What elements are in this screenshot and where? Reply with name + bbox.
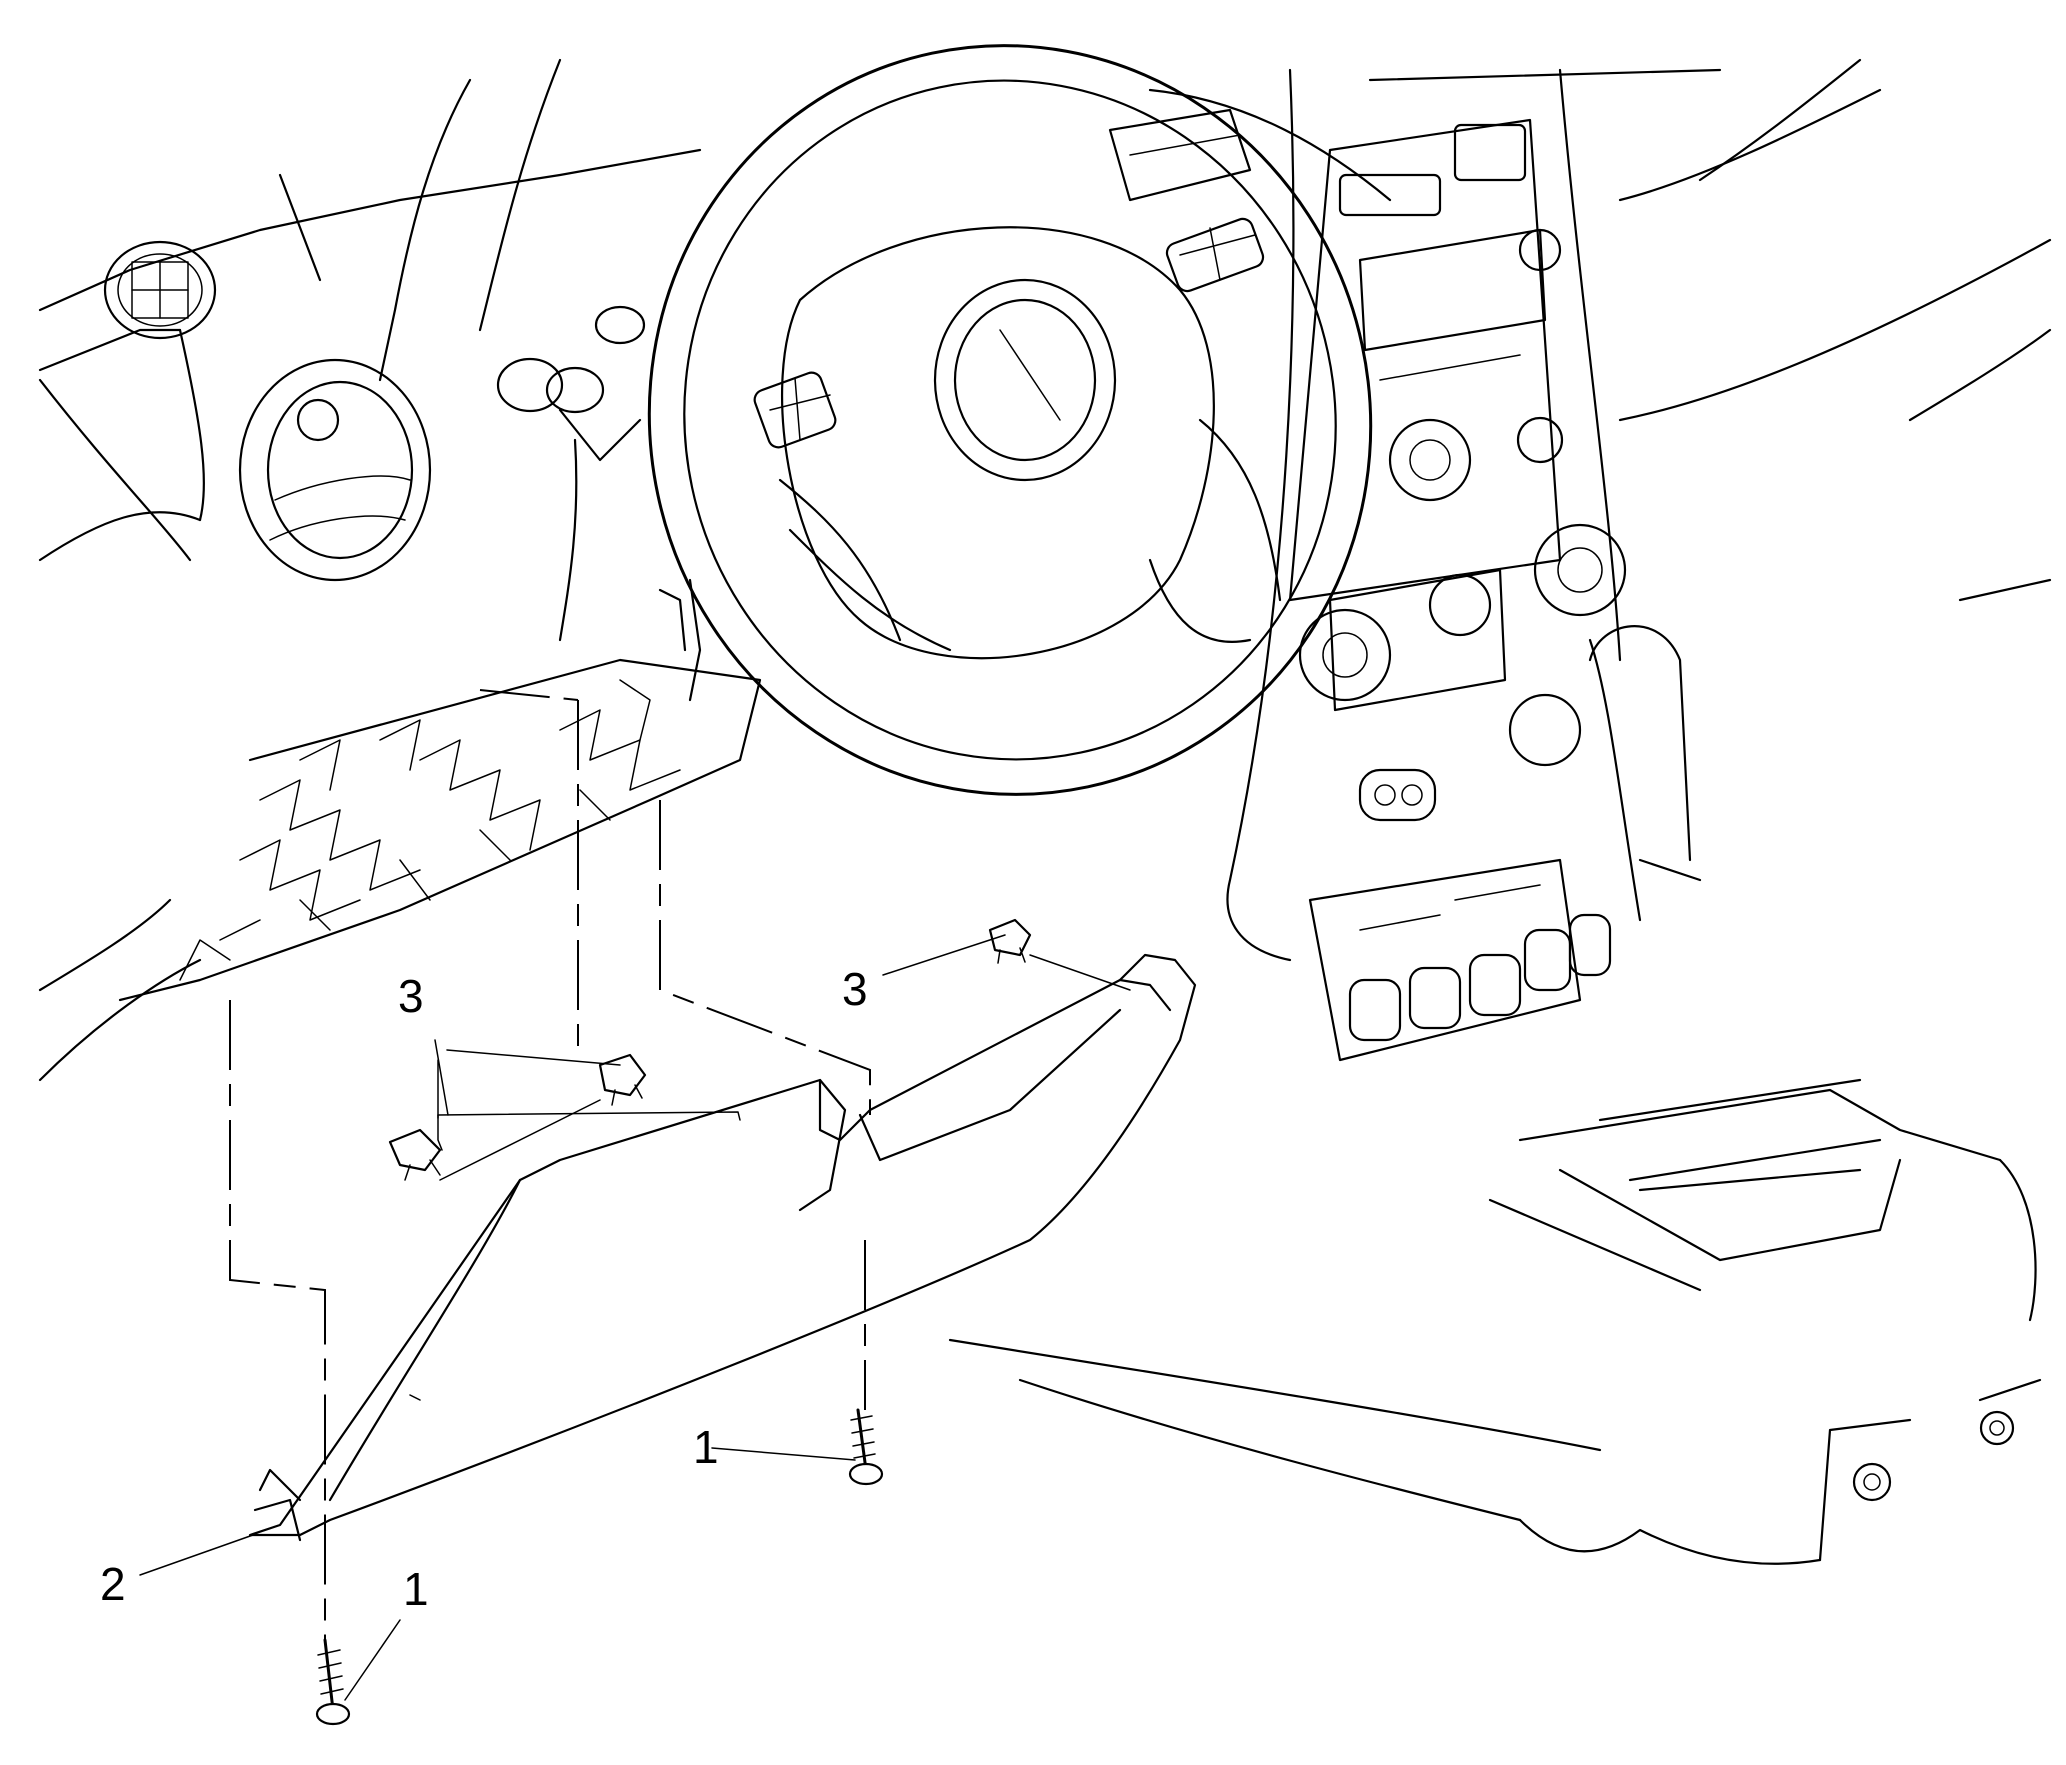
retainer-clip [388, 1128, 442, 1181]
headlamp-switch [496, 305, 646, 462]
callout-labels: 3 3 1 2 1 [100, 963, 868, 1615]
retainer-clip [988, 918, 1032, 964]
callout-1-left: 1 [403, 1563, 429, 1615]
knee-bolster [248, 953, 1197, 1542]
steering-wheel [647, 44, 1373, 796]
callout-3-left: 3 [398, 970, 424, 1022]
center-stack [1226, 68, 1627, 962]
steering-column [558, 438, 702, 702]
left-air-vent [103, 240, 217, 340]
bolt-lower-right [848, 1408, 884, 1486]
callout-1-right: 1 [693, 1421, 719, 1473]
instrument-panel [38, 58, 2052, 1082]
round-air-vent [238, 358, 432, 582]
callout-3-right: 3 [842, 963, 868, 1015]
instrument-panel-underside [118, 658, 762, 1002]
lower-switch-bank [1308, 858, 1612, 1062]
retainer-clips [388, 918, 1032, 1181]
bolt-lower-left [315, 1638, 351, 1726]
callout-2: 2 [100, 1558, 126, 1610]
floor-console [948, 625, 2042, 1565]
leader-lines [139, 934, 1131, 1701]
installation-paths [229, 689, 871, 1640]
retainer-clip [598, 1053, 647, 1106]
